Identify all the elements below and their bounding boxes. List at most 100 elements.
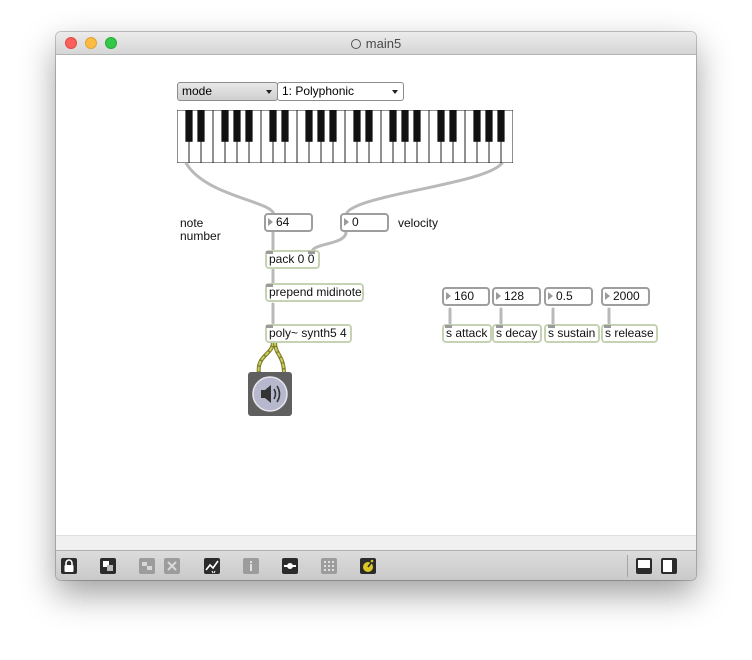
black-key[interactable] — [305, 110, 313, 142]
send-release-text: s release — [605, 326, 654, 340]
inlet — [496, 325, 503, 328]
black-key[interactable] — [197, 110, 205, 142]
signal-cord-right — [273, 340, 286, 376]
black-key[interactable] — [497, 110, 505, 142]
inlet — [266, 251, 273, 254]
poly-object-text: poly~ synth5 4 — [269, 326, 347, 340]
note-number-box[interactable]: 64 — [264, 213, 313, 232]
toolbar-divider — [627, 555, 628, 577]
black-key[interactable] — [245, 110, 253, 142]
black-key[interactable] — [473, 110, 481, 142]
mode-menu-chevron-icon — [266, 90, 272, 94]
delete-icon[interactable] — [163, 557, 181, 575]
kslider-keyboard[interactable] — [177, 110, 513, 163]
patcher-toolbar — [56, 550, 696, 580]
debug-icon[interactable] — [203, 557, 221, 575]
mode-menu[interactable]: mode — [177, 82, 278, 101]
black-key[interactable] — [185, 110, 193, 142]
pack-object[interactable]: pack 0 0 — [265, 250, 320, 269]
note-number-value: 64 — [276, 215, 290, 229]
window-title-text: main5 — [365, 36, 402, 51]
info-icon[interactable] — [242, 557, 260, 575]
velocity-label: velocity — [398, 216, 439, 230]
velocity-box[interactable]: 0 — [340, 213, 389, 232]
mode-value-label: 1: Polyphonic — [282, 84, 355, 98]
release-triangle-icon — [605, 292, 610, 300]
document-icon — [350, 39, 361, 49]
audio-icon[interactable] — [359, 557, 377, 575]
black-key[interactable] — [389, 110, 397, 142]
right-panel-icon[interactable] — [660, 557, 678, 575]
close-button[interactable] — [65, 37, 77, 49]
black-key[interactable] — [353, 110, 361, 142]
send-sustain-text: s sustain — [548, 326, 596, 340]
mode-value-chevron-icon — [392, 90, 398, 94]
patcher-window: main5 — [56, 32, 696, 580]
black-key[interactable] — [233, 110, 241, 142]
black-key[interactable] — [281, 110, 289, 142]
black-key[interactable] — [413, 110, 421, 142]
inlet — [445, 325, 452, 328]
decay-number-box[interactable]: 128 — [492, 287, 541, 306]
black-key[interactable] — [485, 110, 493, 142]
inlet — [604, 325, 611, 328]
black-key[interactable] — [317, 110, 325, 142]
sustain-value: 0.5 — [556, 289, 573, 303]
ezdac-speaker-button[interactable] — [248, 372, 292, 416]
inlet — [266, 284, 273, 287]
decay-triangle-icon — [496, 292, 501, 300]
cord-keyboard-to-velocity — [344, 161, 504, 217]
inlet — [308, 251, 315, 254]
black-key[interactable] — [437, 110, 445, 142]
inlet — [548, 325, 555, 328]
release-value: 2000 — [613, 289, 640, 303]
speaker-icon — [252, 376, 288, 412]
signal-cord-left — [256, 340, 275, 376]
black-key[interactable] — [221, 110, 229, 142]
minimize-button[interactable] — [85, 37, 97, 49]
mode-menu-label: mode — [182, 84, 213, 98]
horizontal-scrollbar[interactable] — [56, 535, 696, 550]
grid-icon[interactable] — [320, 557, 338, 575]
black-key[interactable] — [449, 110, 457, 142]
black-key[interactable] — [269, 110, 277, 142]
inspector-icon[interactable] — [281, 557, 299, 575]
paste-icon[interactable] — [138, 557, 156, 575]
decay-value: 128 — [504, 289, 525, 303]
velocity-triangle-icon — [344, 218, 349, 226]
send-attack-text: s attack — [446, 326, 488, 340]
attack-triangle-icon — [446, 292, 451, 300]
black-key[interactable] — [365, 110, 373, 142]
send-decay-object[interactable]: s decay — [492, 324, 542, 343]
black-key[interactable] — [329, 110, 337, 142]
left-panel-icon[interactable] — [635, 557, 653, 575]
patch-cords — [184, 161, 611, 376]
pack-object-text: pack 0 0 — [269, 252, 315, 266]
poly-object[interactable]: poly~ synth5 4 — [265, 324, 352, 343]
release-number-box[interactable]: 2000 — [601, 287, 650, 306]
cord-velocity-to-pack — [310, 230, 348, 254]
prepend-object[interactable]: prepend midinote — [265, 283, 364, 302]
black-key[interactable] — [401, 110, 409, 142]
note-number-label: note number — [180, 216, 221, 243]
sustain-number-box[interactable]: 0.5 — [544, 287, 593, 306]
send-attack-object[interactable]: s attack — [442, 324, 492, 343]
title-bar[interactable]: main5 — [56, 32, 696, 55]
send-sustain-object[interactable]: s sustain — [544, 324, 600, 343]
send-decay-text: s decay — [496, 326, 538, 340]
attack-value: 160 — [454, 289, 475, 303]
patcher-canvas[interactable]: mode 1: Polyphonic note number velocity … — [56, 55, 696, 535]
note-number-triangle-icon — [268, 218, 273, 226]
velocity-value: 0 — [352, 215, 359, 229]
zoom-button[interactable] — [105, 37, 117, 49]
inlet — [266, 325, 273, 328]
mode-value-menu[interactable]: 1: Polyphonic — [277, 82, 404, 101]
presentation-icon[interactable] — [99, 557, 117, 575]
sustain-triangle-icon — [548, 292, 553, 300]
cord-keyboard-to-note — [184, 161, 276, 217]
prepend-object-text: prepend midinote — [269, 285, 362, 299]
attack-number-box[interactable]: 160 — [442, 287, 490, 306]
window-title: main5 — [56, 36, 696, 51]
send-release-object[interactable]: s release — [601, 324, 658, 343]
lock-icon[interactable] — [60, 557, 78, 575]
